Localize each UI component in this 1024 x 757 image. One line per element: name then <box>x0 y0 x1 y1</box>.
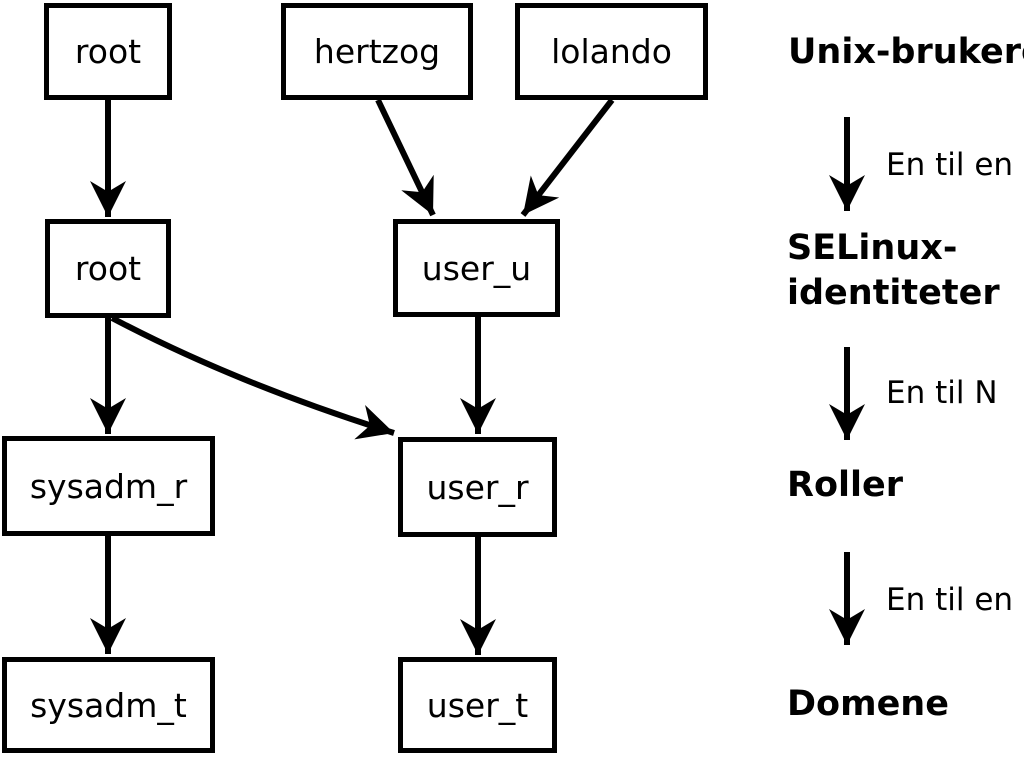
node-unix-user-lolando: lolando <box>515 3 708 100</box>
legend-heading-selinux-identities: SELinux- identiteter <box>787 226 1000 316</box>
node-unix-user-hertzog: hertzog <box>281 3 473 100</box>
node-label: sysadm_t <box>30 685 187 725</box>
legend-heading-unix-users: Unix-brukere <box>788 32 1024 72</box>
node-domain-sysadm_t: sysadm_t <box>2 657 215 753</box>
node-label: root <box>74 249 142 288</box>
node-domain-user_t: user_t <box>398 657 557 753</box>
legend-heading-roles: Roller <box>787 465 903 505</box>
node-label: user_r <box>426 467 529 507</box>
node-selinux-identity-root: root <box>45 219 171 318</box>
node-label: user_t <box>426 685 529 725</box>
edge-root-to-user_r-arrow <box>110 315 395 440</box>
legend-label-one-to-one-2: En til en <box>886 582 1014 618</box>
edge-hertzog-to-user_u-arrow <box>375 98 436 217</box>
node-selinux-identity-user_u: user_u <box>393 219 560 317</box>
legend-heading-selinux-line2: identiteter <box>787 273 1000 313</box>
edge-lolando-to-user_u-arrow <box>520 98 615 217</box>
node-label: sysadm_r <box>29 466 188 506</box>
node-label: root <box>74 32 142 71</box>
legend-label-one-to-n: En til N <box>886 375 998 411</box>
node-label: lolando <box>551 32 672 71</box>
legend-label-one-to-one-1: En til en <box>886 147 1014 183</box>
node-role-sysadm_r: sysadm_r <box>2 436 215 536</box>
node-unix-user-root: root <box>44 3 172 100</box>
node-label: user_u <box>421 248 532 288</box>
legend-heading-domains: Domene <box>787 684 949 724</box>
node-role-user_r: user_r <box>398 437 557 537</box>
node-label: hertzog <box>313 32 441 71</box>
legend-heading-selinux-line1: SELinux- <box>787 228 958 268</box>
